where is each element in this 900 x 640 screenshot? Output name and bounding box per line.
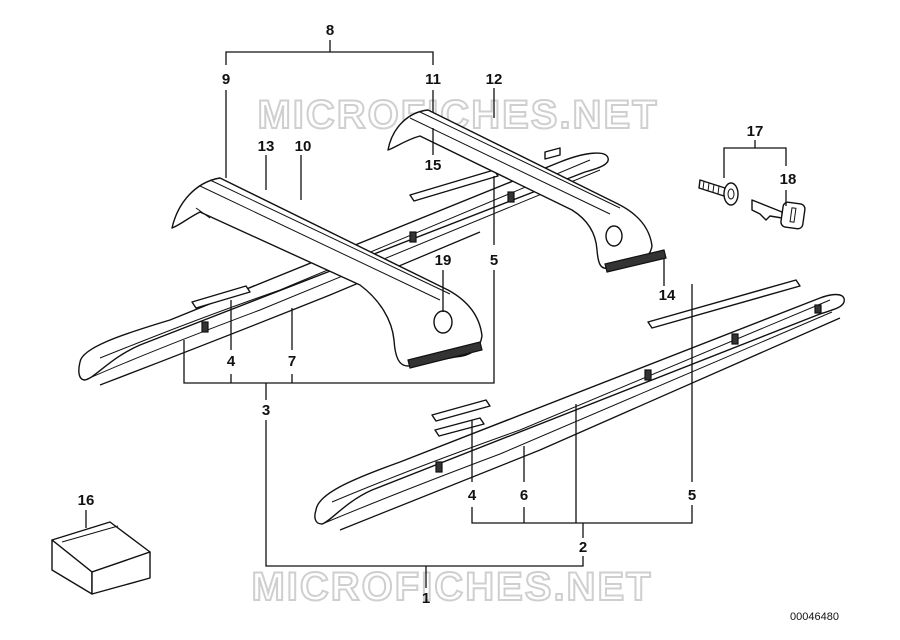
callout-12: 12	[486, 71, 503, 88]
callout-4-left: 4	[227, 353, 236, 370]
callout-1: 1	[422, 590, 430, 607]
leader-lines	[85, 40, 787, 588]
bolt-head	[723, 182, 739, 206]
callout-9: 9	[222, 71, 230, 88]
callout-15: 15	[425, 157, 442, 174]
roof-rail-right	[314, 279, 845, 531]
watermark-top: MICROFICHES.NET	[257, 93, 658, 137]
crossbar-front	[171, 177, 483, 369]
callout-11: 11	[425, 71, 441, 88]
lock-cylinder-front	[433, 310, 453, 334]
callout-16: 16	[78, 492, 95, 509]
diagram-code: 00046480	[790, 611, 839, 623]
bolt-and-key	[698, 179, 806, 230]
callout-4-right: 4	[468, 487, 477, 504]
rail-cover-front-left	[191, 285, 251, 309]
callout-17: 17	[747, 123, 764, 140]
callout-7: 7	[288, 353, 296, 370]
rail-cover-rear-left	[409, 169, 499, 202]
callout-14: 14	[659, 287, 676, 304]
callout-5-upper: 5	[490, 252, 498, 269]
callout-18: 18	[780, 171, 797, 188]
callout-8: 8	[326, 22, 334, 39]
box-part	[51, 521, 151, 595]
rail-cover-front-right	[431, 399, 491, 422]
callout-5-lower: 5	[688, 487, 696, 504]
callout-2: 2	[579, 539, 587, 556]
crossbar-rear	[387, 109, 667, 273]
rail-cover-rear-right	[647, 279, 801, 329]
callout-13: 13	[258, 138, 275, 155]
rail-studs-right	[435, 304, 822, 473]
key-blade	[751, 199, 783, 221]
callout-6: 6	[520, 487, 528, 504]
callout-10: 10	[295, 138, 312, 155]
rail-studs-left	[201, 191, 515, 333]
roof-rail-left	[78, 152, 609, 386]
lock-cylinder-rear	[605, 225, 623, 247]
callout-19: 19	[435, 252, 452, 269]
callout-labels: 8 9 11 12 13 10 15 19 5 14 4 7 3 4 6 5 2…	[78, 22, 797, 607]
watermark-bottom: MICROFICHES.NET	[251, 565, 652, 609]
callout-3: 3	[262, 402, 270, 419]
key-head	[780, 201, 806, 230]
